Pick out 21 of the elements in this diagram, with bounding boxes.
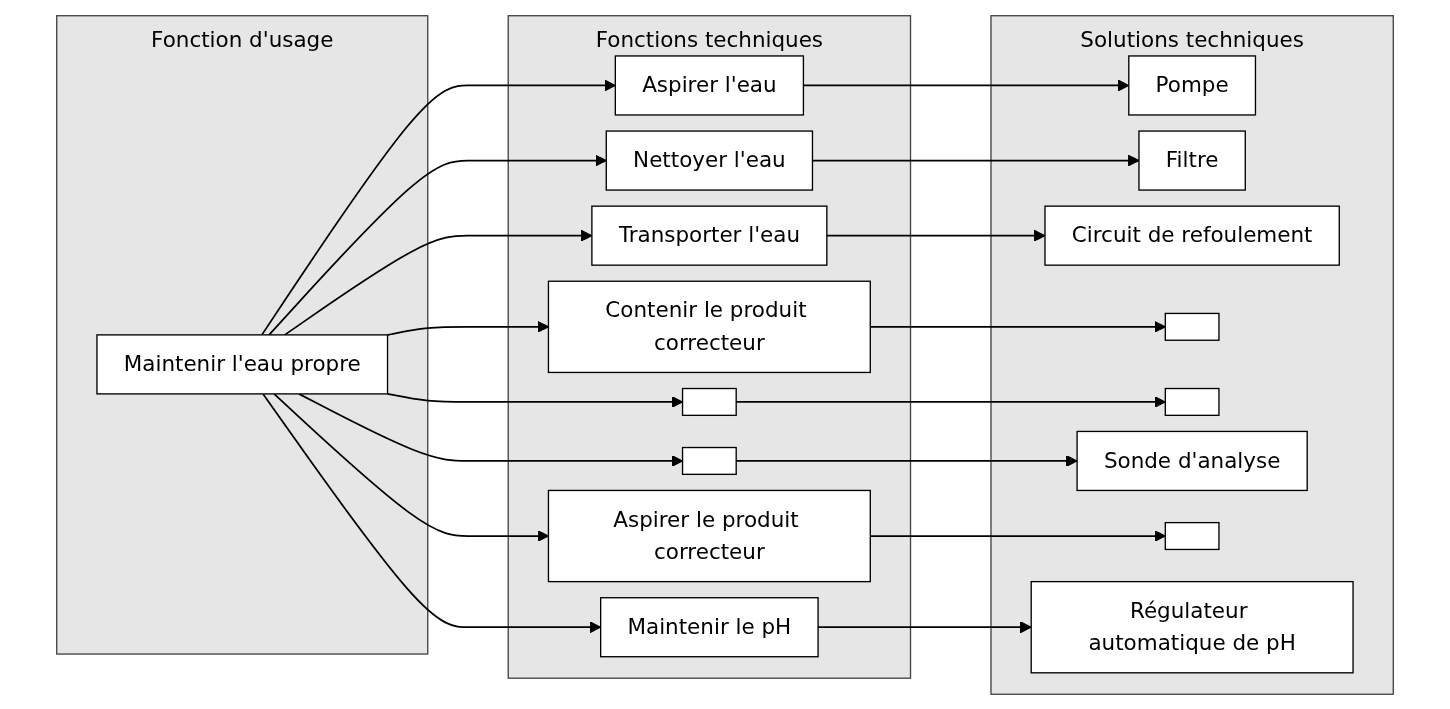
- node-box: Maintenir l'eau propre: [96, 333, 389, 395]
- node-box: [681, 446, 737, 475]
- node-box: Maintenir le pH: [600, 596, 819, 657]
- arrow: [386, 320, 549, 336]
- node-box: [681, 387, 737, 416]
- node-box: [1164, 521, 1220, 550]
- arrow: [273, 392, 549, 542]
- node-box: Sonde d'analyse: [1076, 430, 1308, 491]
- node-box: [1164, 387, 1220, 416]
- arrow: [261, 79, 616, 336]
- node-box: Régulateur automatique de pH: [1030, 580, 1354, 673]
- node-box: Aspirer le produit correcteur: [547, 489, 871, 582]
- node-box: Filtre: [1138, 129, 1246, 191]
- node-box: Aspirer l'eau: [614, 54, 805, 116]
- arrow: [268, 154, 607, 336]
- node-box: Contenir le produit correcteur: [547, 280, 871, 373]
- node-box: Nettoyer l'eau: [605, 129, 814, 191]
- node-box: Transporter l'eau: [591, 205, 828, 266]
- node-box: Pompe: [1128, 54, 1257, 116]
- node-box: Circuit de refoulement: [1044, 205, 1340, 266]
- node-box: [1164, 312, 1220, 341]
